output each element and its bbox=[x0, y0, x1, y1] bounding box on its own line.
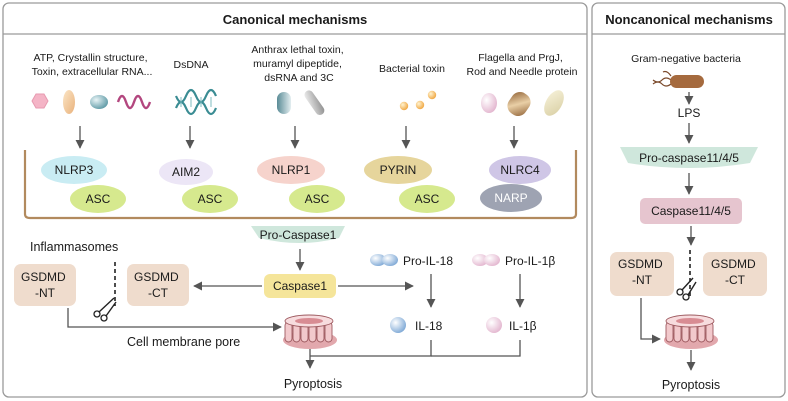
noncanonical-title: Noncanonical mechanisms bbox=[605, 12, 773, 27]
caspase11-label: Caspase11/4/5 bbox=[651, 204, 731, 218]
nc-scissors-icon bbox=[676, 277, 697, 301]
asc-adaptor bbox=[289, 185, 345, 213]
nc-membrane-pore-icon bbox=[664, 314, 718, 349]
caspase1-label: Caspase1 bbox=[273, 279, 327, 293]
pro-il1b-label: Pro-IL-1β bbox=[505, 254, 555, 268]
nlrp1-sensor bbox=[257, 156, 325, 184]
gsdmd-nt-label: GSDMD -NT bbox=[21, 270, 69, 300]
asc-adaptor bbox=[182, 185, 238, 213]
il18-icon bbox=[390, 317, 406, 333]
nlrp3-sensor bbox=[41, 156, 107, 184]
canonical-pyroptosis-label: Pyroptosis bbox=[284, 377, 342, 391]
hexagon-icon bbox=[31, 93, 49, 109]
nc-gsdmd-nt-box bbox=[610, 252, 674, 296]
il1b-icon bbox=[486, 317, 502, 333]
lps-label: LPS bbox=[678, 106, 701, 120]
pro-caspase1-label: Pro-Caspase1 bbox=[260, 228, 337, 242]
needle-protein-icon bbox=[544, 90, 564, 116]
arrow-gsdmdnt-pore bbox=[67, 308, 282, 332]
asc-label: ASC bbox=[198, 192, 223, 206]
dipeptide-rod-icon bbox=[304, 90, 325, 115]
crystal-icon bbox=[63, 90, 75, 114]
asc-label: ASC bbox=[86, 192, 111, 206]
toxin-sphere-icon bbox=[90, 95, 108, 109]
pro-caspase11-shape bbox=[620, 147, 758, 168]
narp-adaptor bbox=[480, 184, 542, 212]
asc-adaptor bbox=[399, 185, 455, 213]
inflammasomes-label: Inflammasomes bbox=[30, 240, 118, 254]
nlrc4-label: NLRC4 bbox=[500, 163, 540, 177]
nc-gsdmd-ct-box bbox=[703, 252, 767, 296]
pro-il18-label: Pro-IL-18 bbox=[403, 254, 453, 268]
il18-label: IL-18 bbox=[415, 319, 443, 333]
connector-il1b-pyroptosis bbox=[431, 340, 521, 357]
asc-adaptor bbox=[70, 185, 126, 213]
trigger-label-nlrp1: Anthrax lethal toxin, muramyl dipeptide,… bbox=[251, 44, 346, 84]
pro-il1b-icon bbox=[472, 254, 488, 266]
noncanonical-pyroptosis-label: Pyroptosis bbox=[662, 378, 720, 392]
aim2-sensor bbox=[159, 159, 213, 185]
gsdmd-ct-label: GSDMD -CT bbox=[134, 270, 182, 300]
pro-caspase11-label: Pro-caspase11/4/5 bbox=[639, 151, 739, 165]
inflammasome-bracket bbox=[23, 150, 578, 220]
nc-gsdmd-nt-label: GSDMD -NT bbox=[618, 257, 666, 287]
pyrin-label: PYRIN bbox=[380, 163, 417, 177]
nc-gsdmd-ct-label: GSDMD -CT bbox=[711, 257, 759, 287]
caspase11-box bbox=[640, 198, 742, 224]
arrow-nc-gsdmdnt-pore bbox=[640, 298, 661, 344]
caspase1-box bbox=[264, 274, 336, 298]
canonical-title: Canonical mechanisms bbox=[223, 12, 368, 27]
il1b-label: IL-1β bbox=[509, 319, 537, 333]
trigger-label-aim2: DsDNA bbox=[173, 59, 208, 71]
lethal-toxin-icon bbox=[277, 92, 291, 114]
pyrin-sensor bbox=[364, 156, 432, 184]
nlrp1-label: NLRP1 bbox=[272, 163, 311, 177]
nlrc4-sensor bbox=[489, 156, 551, 184]
narp-label: NARP bbox=[494, 191, 527, 205]
membrane-pore-icon bbox=[283, 314, 337, 349]
scissors-icon bbox=[93, 297, 117, 322]
bacterial-toxin-dot-icon bbox=[399, 101, 409, 111]
pro-il18-icon bbox=[382, 254, 398, 266]
prgj-rod-icon bbox=[507, 91, 531, 117]
aim2-label: AIM2 bbox=[172, 165, 200, 179]
trigger-label-nlrc4: Flagella and PrgJ, Rod and Needle protei… bbox=[467, 52, 578, 78]
gram-negative-label: Gram-negative bacteria bbox=[631, 53, 741, 65]
pore-label: Cell membrane pore bbox=[127, 335, 240, 349]
gsdmd-ct-box bbox=[127, 264, 189, 306]
bacterium-icon bbox=[652, 70, 704, 88]
flagella-icon bbox=[481, 93, 497, 113]
nlrp3-label: NLRP3 bbox=[55, 163, 94, 177]
bacterial-toxin-dot-icon bbox=[427, 90, 437, 100]
pro-il1b-icon bbox=[484, 254, 500, 266]
rna-wave-icon bbox=[116, 94, 152, 110]
pro-il18-icon bbox=[370, 254, 386, 266]
asc-label: ASC bbox=[305, 192, 330, 206]
pro-caspase1-shape bbox=[251, 226, 345, 243]
trigger-label-pyrin: Bacterial toxin bbox=[379, 63, 445, 75]
bacterial-toxin-dot-icon bbox=[415, 100, 425, 110]
trigger-label-nlrp3: ATP, Crystallin structure, Toxin, extrac… bbox=[32, 52, 153, 78]
gsdmd-nt-box bbox=[14, 264, 76, 306]
dna-helix-icon bbox=[174, 88, 218, 116]
asc-label: ASC bbox=[415, 192, 440, 206]
